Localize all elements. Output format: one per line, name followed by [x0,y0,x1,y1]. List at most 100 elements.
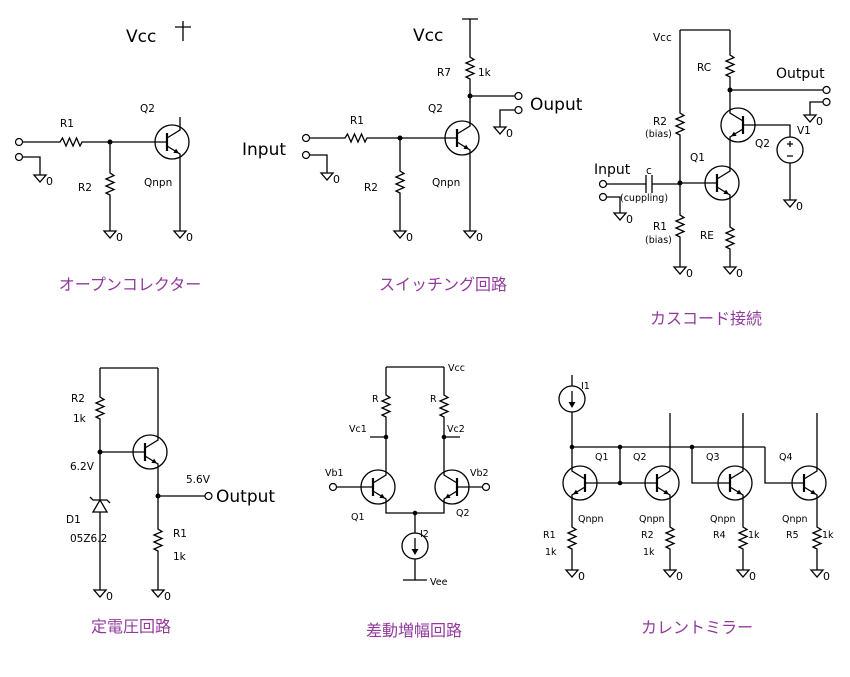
vb2-terminal [481,482,491,492]
r4-value: 1k [748,530,760,541]
ground-label: 0 [106,590,113,603]
ground-label: 0 [116,231,123,244]
output-voltage-label: 5.6V [186,474,211,486]
input-terminal [14,137,24,147]
r1-label: R1 [543,530,556,541]
r2-value: 1k [73,413,87,425]
ground-label: 0 [164,590,171,603]
r1-label: R1 [60,118,74,130]
junction-dot [107,139,113,145]
ground-label: 0 [686,267,693,280]
ground-label: 0 [816,115,823,128]
ground-label: 0 [186,231,193,244]
vcc-label: Vcc [413,26,443,46]
caption-switching: スイッチング回路 [379,275,507,294]
wires [309,84,515,226]
r1-label: R1 [653,221,667,233]
caption-differential: 差動増幅回路 [366,621,462,640]
q3-label: Q3 [706,452,720,463]
wires [606,29,823,262]
circuit-open-collector: Vcc R1 Q2 R2 Qnpn 0 0 0 オープンコレクター [14,21,201,294]
q1-label: Q1 [595,452,609,463]
coupling-capacitor [645,175,653,193]
vee-label: Vee [430,577,448,588]
vb2-label: Vb2 [470,468,489,479]
q1-model-label: Qnpn [578,514,604,525]
ground-label: 0 [406,231,413,244]
vcc-rail-symbol [462,18,478,52]
model-label: Qnpn [432,177,460,189]
junction-dot [617,480,623,486]
zener-diode-d1 [89,496,111,513]
junction-dot [97,449,103,455]
output-terminal [204,491,213,501]
r2-label: R2 [641,530,654,541]
r5-label: R5 [786,530,799,541]
capacitor-label: c [646,165,652,177]
input-label: Input [242,140,286,160]
q1-label: Q1 [351,512,365,523]
r1-value: 1k [173,551,187,563]
junction-dot [383,434,389,440]
r2-note: (bias) [645,129,672,140]
output-label: Output [216,487,275,507]
q2-label: Q2 [633,452,647,463]
input-return-terminal [301,150,311,160]
junction-dot [467,93,473,99]
r-right-label: R [430,394,437,405]
input-terminal [598,179,608,189]
r1-label: R1 [350,115,364,127]
q2-label: Q2 [140,103,155,115]
q2-label: Q2 [456,508,470,519]
q1-label: Q1 [690,152,705,164]
ground-label: 0 [626,213,633,226]
r2-value: 1k [643,547,655,558]
vb1-terminal [328,482,338,492]
ground-label: 0 [736,267,743,280]
caption-open-collector: オープンコレクター [59,275,201,294]
r1-value: 1k [545,547,557,558]
wires [22,117,181,226]
junction-dot [689,444,695,450]
ground-label: 0 [823,570,830,583]
ground-label: 0 [578,570,585,583]
model-label: Qnpn [144,177,172,189]
circuit-current-mirror: I1 Q1 Q2 Q3 Q4 Qnpn Qnpn Qnpn Qnpn R1 1k… [543,375,834,637]
r1-note: (bias) [645,235,672,246]
vc1-label: Vc1 [349,424,367,435]
q2-label: Q2 [428,103,443,115]
d1-part-label: 05Z6.2 [70,533,107,545]
ground-label: 0 [796,200,803,213]
output-label: Output [776,66,825,82]
ground-label: 0 [46,175,53,188]
r7-value: 1k [478,67,492,79]
r4-label: R4 [713,530,726,541]
q3-model-label: Qnpn [710,514,736,525]
caption-voltage-regulator: 定電圧回路 [91,617,171,636]
q4-label: Q4 [779,452,793,463]
r7-label: R7 [437,67,451,79]
input-label: Input [594,162,631,178]
junction-dot [155,493,161,499]
output-terminal [822,85,831,95]
junction-dot [412,510,418,516]
junction-dot [397,135,403,141]
output-return-terminal [514,105,523,115]
vcc-rail-symbol [175,21,191,41]
base-voltage-label: 6.2V [70,461,95,473]
i1-label: I1 [581,381,590,392]
circuit-cascode: Vcc RC Output R2 (bias) V1 Q2 Input c (c… [594,29,831,328]
junction-dot [727,87,733,93]
r2-label: R2 [71,393,85,405]
caption-cascode: カスコード接続 [650,309,762,328]
junction-dot [441,434,447,440]
junction-dot [677,180,683,186]
output-return-terminal [822,97,831,107]
r2-label: R2 [653,116,667,128]
q2-label: Q2 [755,138,770,150]
v1-label: V1 [797,125,811,137]
d1-label: D1 [66,514,81,526]
r2-label: R2 [364,182,378,194]
vcc-label: Vcc [448,363,465,374]
